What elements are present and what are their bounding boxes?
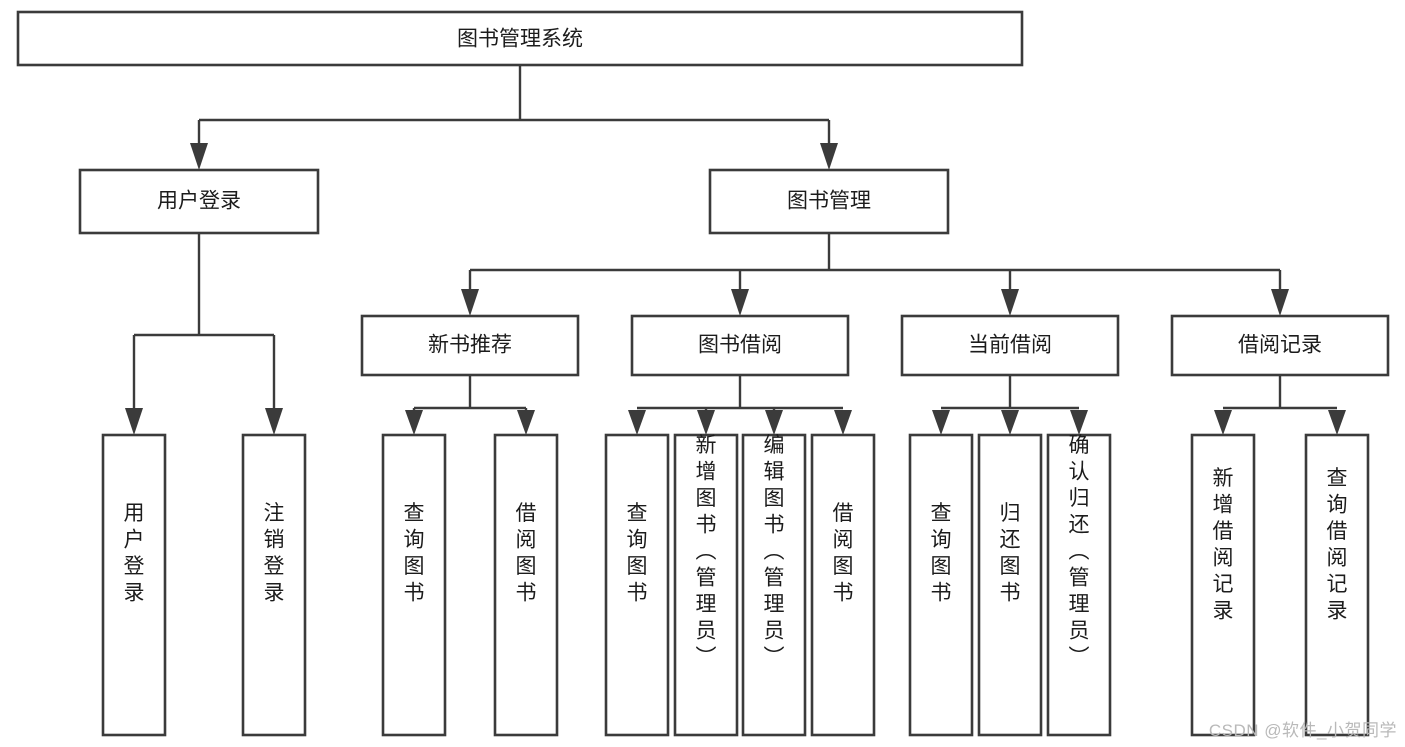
node-leaf-query-book-3-label: 查询图书	[931, 502, 952, 605]
arrow-head-current-borrow	[1001, 289, 1019, 316]
arrow-head-new-book-recommend	[461, 289, 479, 316]
node-leaf-return-book[interactable]: 归还图书	[977, 433, 1043, 737]
node-leaf-borrow-book-1[interactable]: 借阅图书	[493, 433, 559, 737]
node-leaf-query-book-2[interactable]: 查询图书	[604, 433, 670, 737]
node-book-management-label: 图书管理	[787, 190, 871, 213]
csdn-watermark: CSDN @软件_小贺同学	[1208, 721, 1397, 740]
node-leaf-confirm-return[interactable]: 确认归还︵管理员︶	[1046, 433, 1112, 737]
arrow-head-book-borrow	[731, 289, 749, 316]
node-leaf-add-record[interactable]: 新增借阅记录	[1190, 433, 1256, 737]
node-leaf-borrow-book-2[interactable]: 借阅图书	[810, 433, 876, 737]
arrow-head-book-management	[820, 143, 838, 170]
node-leaf-query-book-1-box[interactable]	[381, 433, 447, 737]
node-current-borrow-label: 当前借阅	[968, 334, 1052, 357]
arrow-head-leaf-edit-book	[765, 410, 783, 435]
node-current-borrow[interactable]: 当前借阅	[900, 314, 1120, 377]
arrow-head-leaf-query-record	[1328, 410, 1346, 435]
arrow-head-leaf-return-book	[1001, 410, 1019, 435]
node-leaf-user-logout-box[interactable]	[241, 433, 307, 737]
node-leaf-query-book-2-box[interactable]	[604, 433, 670, 737]
node-leaf-return-book-box[interactable]	[977, 433, 1043, 737]
arrow-head-leaf-query-book-3	[932, 410, 950, 435]
node-leaf-user-login-label: 用户登录	[124, 502, 145, 605]
node-leaf-user-login[interactable]: 用户登录	[101, 433, 167, 737]
node-leaf-add-book[interactable]: 新增图书︵管理员︶	[673, 433, 739, 737]
node-leaf-query-record[interactable]: 查询借阅记录	[1304, 433, 1370, 737]
node-leaf-query-record-label: 查询借阅记录	[1327, 467, 1348, 623]
node-leaf-return-book-label: 归还图书	[1000, 502, 1021, 605]
node-leaf-add-record-box[interactable]	[1190, 433, 1256, 737]
node-leaf-borrow-book-2-label: 借阅图书	[833, 502, 854, 605]
node-root-label: 图书管理系统	[457, 28, 583, 51]
node-leaf-borrow-book-1-label: 借阅图书	[516, 502, 537, 605]
node-leaf-edit-book-box[interactable]	[741, 433, 807, 737]
arrow-head-borrow-record	[1271, 289, 1289, 316]
node-new-book-recommend[interactable]: 新书推荐	[360, 314, 580, 377]
node-leaf-add-record-label: 新增借阅记录	[1213, 467, 1234, 623]
node-user-login-box[interactable]	[78, 168, 320, 235]
node-book-borrow[interactable]: 图书借阅	[630, 314, 850, 377]
arrow-head-leaf-borrow-book-2	[834, 410, 852, 435]
node-leaf-user-logout-label: 注销登录	[264, 502, 285, 605]
node-leaf-user-logout[interactable]: 注销登录	[241, 433, 307, 737]
arrow-head-leaf-user-login	[125, 408, 143, 435]
node-new-book-recommend-box[interactable]	[360, 314, 580, 377]
node-leaf-query-book-3-box[interactable]	[908, 433, 974, 737]
node-leaf-edit-book-label: 编辑图书︵管理员︶	[764, 434, 785, 669]
node-borrow-record-box[interactable]	[1170, 314, 1390, 377]
arrow-head-leaf-user-logout	[265, 408, 283, 435]
arrow-head-leaf-query-book-2	[628, 410, 646, 435]
node-leaf-confirm-return-label: 确认归还︵管理员︶	[1069, 434, 1090, 669]
node-leaf-add-book-box[interactable]	[673, 433, 739, 737]
node-leaf-query-book-1[interactable]: 查询图书	[381, 433, 447, 737]
node-leaf-add-book-label: 新增图书︵管理员︶	[696, 434, 717, 669]
node-borrow-record-label: 借阅记录	[1238, 334, 1322, 357]
node-root[interactable]: 图书管理系统	[16, 10, 1024, 67]
node-book-management-box[interactable]	[708, 168, 950, 235]
arrow-head-leaf-add-record	[1214, 410, 1232, 435]
node-root-box[interactable]	[16, 10, 1024, 67]
node-user-login-label: 用户登录	[157, 190, 241, 213]
arrow-head-user-login	[190, 143, 208, 170]
node-new-book-recommend-label: 新书推荐	[428, 334, 512, 357]
node-borrow-record[interactable]: 借阅记录	[1170, 314, 1390, 377]
arrow-head-leaf-query-book-1	[405, 410, 423, 435]
arrow-head-leaf-add-book	[697, 410, 715, 435]
node-leaf-user-login-box[interactable]	[101, 433, 167, 737]
node-book-borrow-label: 图书借阅	[698, 334, 782, 357]
node-leaf-borrow-book-2-box[interactable]	[810, 433, 876, 737]
arrow-head-leaf-confirm-return	[1070, 410, 1088, 435]
node-leaf-query-book-3[interactable]: 查询图书	[908, 433, 974, 737]
node-user-login[interactable]: 用户登录	[78, 168, 320, 235]
connector-group	[125, 65, 1346, 435]
node-leaf-query-record-box[interactable]	[1304, 433, 1370, 737]
node-leaf-confirm-return-box[interactable]	[1046, 433, 1112, 737]
node-leaf-query-book-1-label: 查询图书	[404, 502, 425, 605]
node-current-borrow-box[interactable]	[900, 314, 1120, 377]
node-leaf-edit-book[interactable]: 编辑图书︵管理员︶	[741, 433, 807, 737]
arrow-head-leaf-borrow-book-1	[517, 410, 535, 435]
node-leaf-borrow-book-1-box[interactable]	[493, 433, 559, 737]
node-leaf-query-book-2-label: 查询图书	[627, 502, 648, 605]
node-book-management[interactable]: 图书管理	[708, 168, 950, 235]
node-book-borrow-box[interactable]	[630, 314, 850, 377]
